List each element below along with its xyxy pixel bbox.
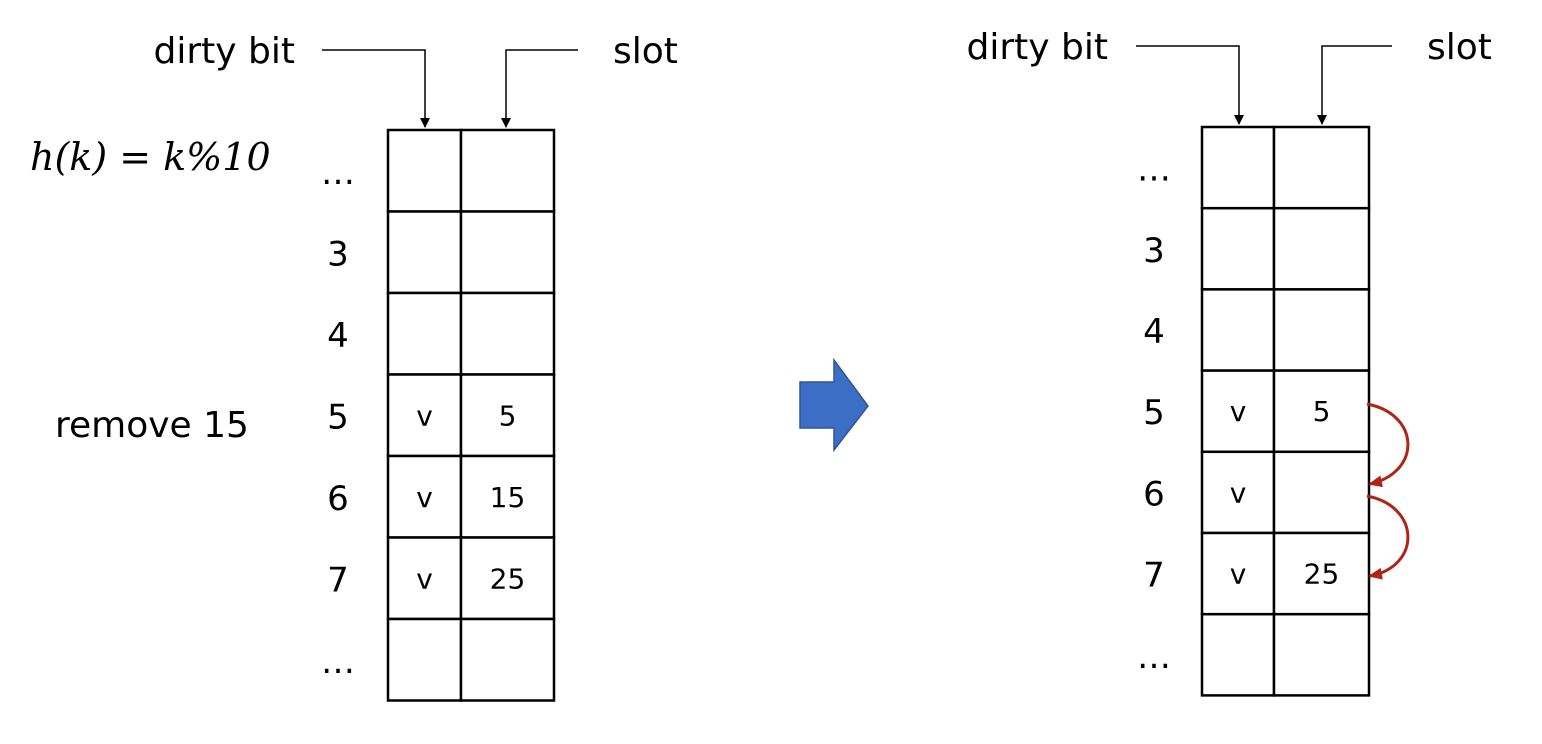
left-dirty-cell (386, 373, 463, 458)
right-slot-cell (1272, 450, 1371, 535)
left-panel: dirty bit slot h(k) = k%10 remove 15 … 3 4… (30, 31, 678, 702)
left-row-index: … (321, 642, 355, 682)
left-row-index: 4 (327, 316, 349, 356)
right-panel: dirty bit slot … 3 4 5 v 5 6 v 7 v 25 … (967, 27, 1492, 697)
hash-formula: h(k) = k%10 (30, 135, 271, 179)
left-row-index: 3 (327, 234, 349, 274)
left-row-index: … (321, 153, 355, 193)
left-slot-value: 5 (499, 399, 517, 432)
left-slot-label: slot (613, 31, 678, 72)
right-slot-cell (1272, 206, 1371, 291)
right-row-index: 7 (1143, 556, 1165, 596)
left-slot-cell (459, 291, 556, 376)
right-slot-value: 25 (1304, 558, 1340, 591)
right-dirty-value: v (1230, 558, 1247, 591)
right-slot-cell (1272, 125, 1371, 210)
left-dirty-cell (386, 128, 463, 213)
right-slot-pointer (1317, 45, 1392, 125)
left-dirty-value: v (416, 481, 433, 514)
left-row-index: 5 (327, 397, 349, 437)
right-slot-value: 5 (1313, 395, 1331, 428)
right-hash-table: … 3 4 5 v 5 6 v 7 v 25 … (1137, 125, 1371, 697)
left-slot-pointer (501, 49, 578, 128)
left-dirty-cell (386, 617, 463, 702)
left-slot-cell (459, 373, 556, 458)
probe-arrow-6-to-7 (1366, 494, 1410, 580)
left-row-index: 6 (327, 479, 349, 519)
left-slot-value: 15 (490, 481, 526, 514)
right-dirty-cell (1200, 125, 1276, 210)
left-row-index: 7 (327, 560, 349, 600)
right-row-index: 3 (1143, 231, 1165, 271)
right-dirty-bit-pointer (1136, 45, 1244, 125)
right-dirty-bit-label: dirty bit (967, 27, 1109, 68)
right-dirty-cell (1200, 612, 1276, 697)
left-slot-cell (459, 210, 556, 295)
right-slot-label: slot (1427, 27, 1492, 68)
right-dirty-value: v (1230, 476, 1247, 509)
left-hash-table: … 3 4 5 v 5 6 v 15 7 v 25 … (321, 128, 556, 702)
left-slot-cell (459, 454, 556, 539)
right-slot-cell (1272, 612, 1371, 697)
right-row-index: … (1137, 150, 1171, 190)
probe-arrow-5-to-6 (1366, 402, 1410, 488)
left-slot-cell (459, 128, 556, 213)
left-dirty-bit-pointer (322, 49, 430, 128)
right-slot-cell (1272, 288, 1371, 372)
left-dirty-cell (386, 291, 463, 376)
right-row-index: 4 (1143, 312, 1165, 352)
left-dirty-value: v (416, 562, 433, 595)
right-dirty-cell (1200, 531, 1276, 616)
left-dirty-cell (386, 210, 463, 295)
right-slot-cell (1272, 369, 1371, 454)
left-dirty-value: v (416, 399, 433, 432)
transition-arrow-icon (799, 357, 869, 453)
right-row-index: 6 (1143, 474, 1165, 514)
left-slot-value: 25 (490, 562, 526, 595)
operation-label: remove 15 (55, 405, 249, 446)
right-dirty-cell (1200, 206, 1276, 291)
right-row-index: 5 (1143, 393, 1165, 433)
right-dirty-cell (1200, 288, 1276, 372)
left-slot-cell (459, 617, 556, 702)
left-slot-cell (459, 536, 556, 621)
right-dirty-value: v (1230, 395, 1247, 428)
right-row-index: … (1137, 637, 1171, 677)
left-dirty-bit-label: dirty bit (154, 31, 296, 72)
